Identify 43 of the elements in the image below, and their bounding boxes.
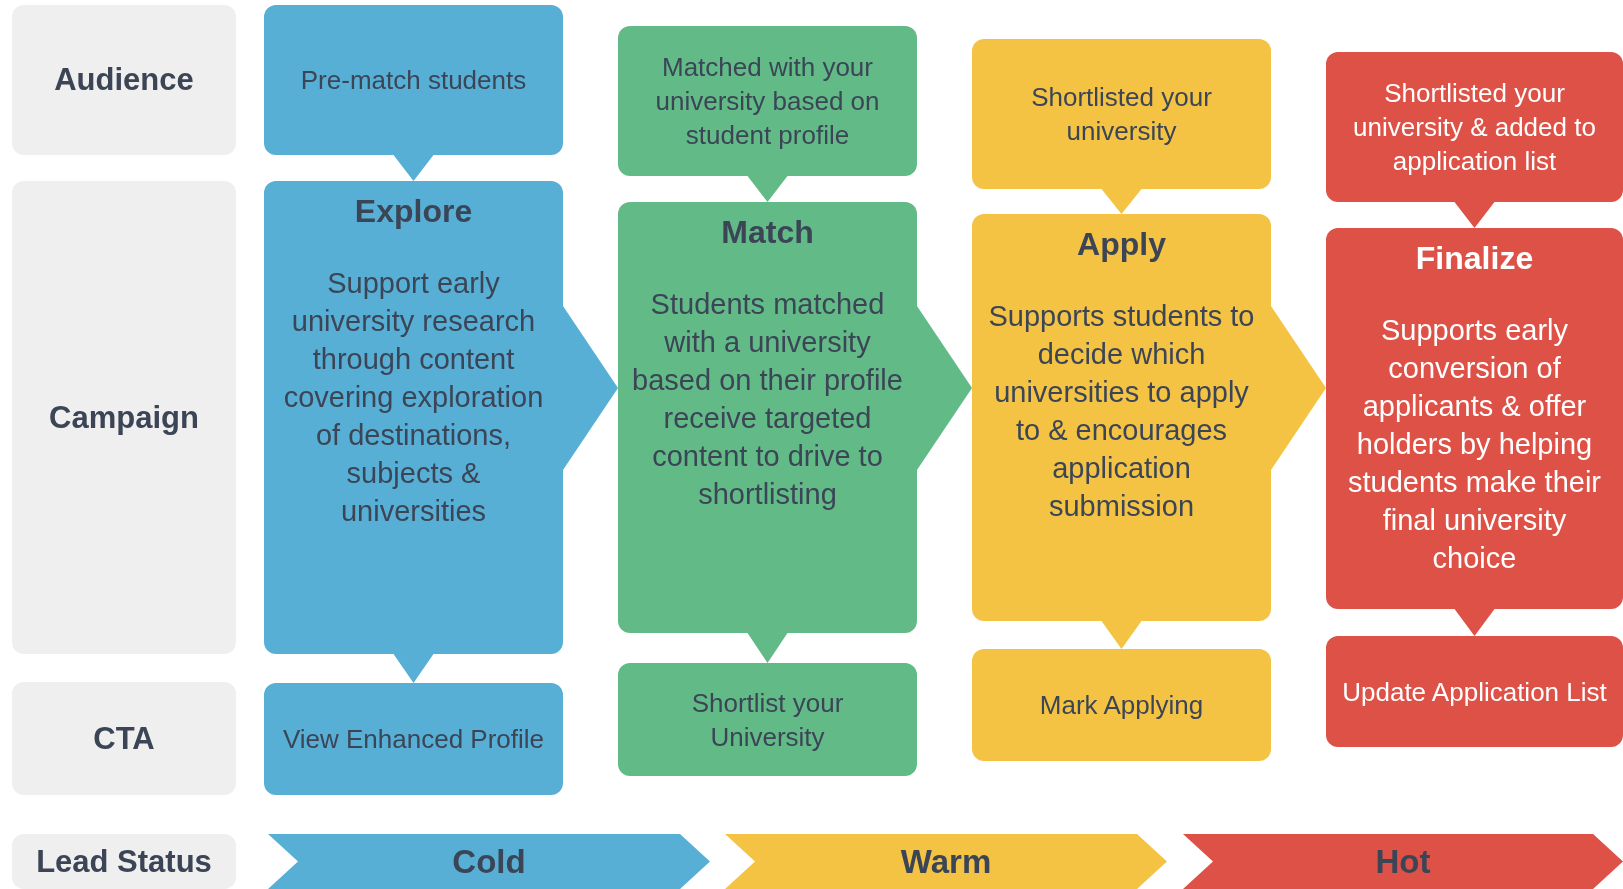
step-text: Shortlisted your university [1030,81,1213,148]
row-label: Audience [54,62,194,98]
row-label: CTA [93,720,155,757]
arrow [1454,609,1495,636]
campaign-title: Match [721,214,814,251]
step-text: Pre-match students [300,64,527,97]
campaign-title: Finalize [1415,240,1534,277]
campaign-card [1326,228,1623,609]
step-box [264,683,563,795]
campaign-description: Support early university research through content covering exploration of destinations, subjects & universities [282,266,545,529]
arrow [393,155,434,181]
campaign-description: Students matched with a university based on their profile receive targeted content to drive to shortlisting [632,287,903,512]
step-box [618,26,917,176]
step-box [618,663,917,776]
row-label: Campaign [49,399,199,436]
campaign-title: Explore [354,193,473,230]
status-label: Hot [1375,842,1431,881]
step-box [1326,636,1623,747]
campaign-description: Supports students to decide which universities to apply to & encourages application submission [987,299,1256,524]
arrow [1101,189,1142,214]
status-label: Cold [452,842,526,881]
arrow [1101,621,1142,649]
step-box [264,5,563,155]
arrow [1271,306,1326,470]
step-box [972,649,1271,761]
arrow [1454,202,1495,228]
arrow [747,633,788,663]
step-text: Matched with your university based on student profile [654,51,881,152]
arrow [747,176,788,202]
step-text: View Enhanced Profile [282,723,545,756]
arrow [563,306,618,470]
arrow [917,306,972,470]
campaign-description: Supports early conversion of applicants & offer holders by helping students make their final university choice [1346,313,1603,576]
row-label: Lead Status [36,843,212,880]
arrow [393,654,434,683]
campaign-title: Apply [1077,226,1166,263]
step-box [972,39,1271,189]
step-text: Shortlist your University [690,686,845,754]
status-label: Warm [900,842,992,881]
step-box [1326,52,1623,202]
step-text: Mark Applying [1039,689,1204,722]
step-text: Shortlisted your university & added to application list [1352,77,1597,178]
step-text: Update Application List [1342,675,1607,709]
